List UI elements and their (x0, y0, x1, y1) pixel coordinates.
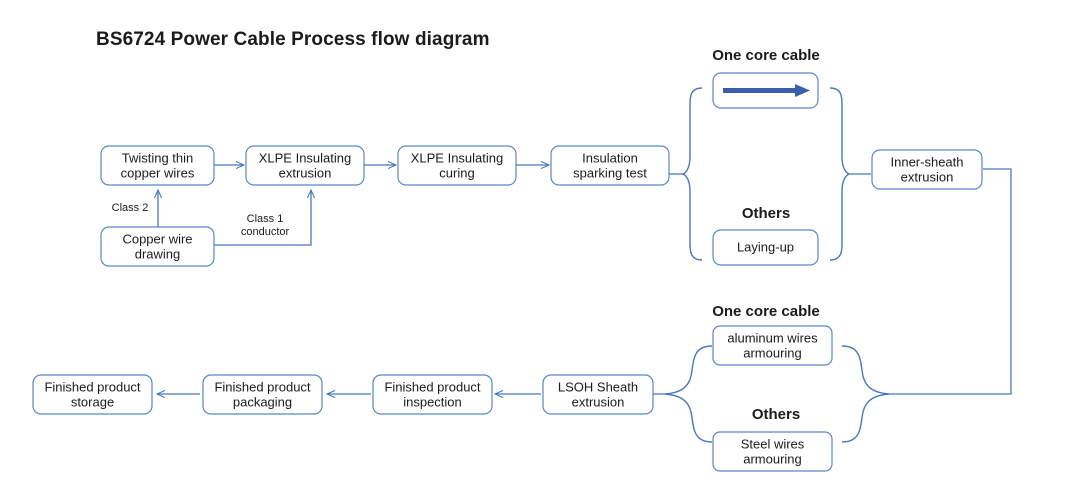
upper-left-brace (681, 87, 703, 261)
node-insulation-sparking-test[interactable]: Insulation sparking test (550, 145, 670, 186)
node-label-line2: extrusion (572, 394, 625, 409)
node-box[interactable] (712, 431, 833, 472)
node-label-line2: sparking test (573, 165, 647, 180)
node-label-line2: curing (439, 165, 474, 180)
group-label-lower-others: Others (752, 406, 800, 423)
node-finished-product-inspection[interactable]: Finished product inspection (372, 374, 493, 415)
node-copper-wire-drawing[interactable]: Copper wire drawing (100, 226, 215, 267)
node-label-line2: extrusion (901, 169, 954, 184)
node-twisting-thin-copper-wires[interactable]: Twisting thin copper wires (100, 145, 215, 186)
node-one-core-pass-through[interactable] (712, 72, 819, 109)
node-label-line2: armouring (743, 451, 802, 466)
node-laying-up[interactable]: Laying-up (712, 229, 819, 266)
node-label-line2: storage (71, 394, 114, 409)
node-label-line2: extrusion (279, 165, 332, 180)
node-label-line2: drawing (135, 246, 181, 261)
group-label-upper-others: Others (742, 205, 790, 222)
upper-right-brace (829, 87, 851, 261)
node-label-line1: Copper wire (122, 231, 192, 246)
node-aluminum-wires-armouring[interactable]: aluminum wires armouring (712, 325, 833, 366)
node-label-line2: packaging (233, 394, 292, 409)
node-label-line1: XLPE Insulating (259, 150, 352, 165)
node-steel-wires-armouring[interactable]: Steel wires armouring (712, 431, 833, 472)
node-box[interactable] (542, 374, 654, 415)
page-title: BS6724 Power Cable Process flow diagram (96, 29, 490, 50)
node-inner-sheath-extrusion[interactable]: Inner-sheath extrusion (871, 149, 983, 190)
node-label-line1: Finished product (44, 379, 140, 394)
node-box[interactable] (712, 325, 833, 366)
node-finished-product-packaging[interactable]: Finished product packaging (202, 374, 323, 415)
node-box[interactable] (372, 374, 493, 415)
node-label-line1: aluminum wires (727, 330, 818, 345)
node-box[interactable] (100, 145, 215, 186)
edge-label-class1-line2: conductor (241, 226, 290, 238)
node-finished-product-storage[interactable]: Finished product storage (32, 374, 153, 415)
thick-arrow-head-icon (795, 84, 810, 97)
edge-label-class2: Class 2 (112, 202, 149, 214)
node-box[interactable] (32, 374, 153, 415)
connector-inner-sheath-to-lower-branch (889, 168, 1012, 395)
node-label-line1: Finished product (384, 379, 480, 394)
node-xlpe-insulating-curing[interactable]: XLPE Insulating curing (397, 145, 517, 186)
node-label-line1: Twisting thin (122, 150, 194, 165)
node-label-line1: Laying-up (737, 239, 794, 254)
node-box[interactable] (550, 145, 670, 186)
node-label-line1: LSOH Sheath (558, 379, 638, 394)
node-box[interactable] (202, 374, 323, 415)
node-label-line1: Finished product (214, 379, 310, 394)
node-label-line2: armouring (743, 345, 802, 360)
node-label-line2: inspection (403, 394, 462, 409)
group-label-upper-one-core: One core cable (712, 47, 820, 64)
group-label-lower-one-core: One core cable (712, 303, 820, 320)
node-label-line1: Inner-sheath (891, 154, 964, 169)
node-xlpe-insulating-extrusion[interactable]: XLPE Insulating extrusion (245, 145, 365, 186)
lower-right-brace (841, 345, 890, 443)
node-box[interactable] (100, 226, 215, 267)
edge-label-class1-line1: Class 1 (247, 213, 284, 225)
connector-drawing-to-extrusion (213, 190, 311, 246)
node-label-line2: copper wires (121, 165, 195, 180)
node-lsoh-sheath-extrusion[interactable]: LSOH Sheath extrusion (542, 374, 654, 415)
node-box[interactable] (245, 145, 365, 186)
node-label-line1: Insulation (582, 150, 638, 165)
node-label-line1: XLPE Insulating (411, 150, 504, 165)
lower-left-brace (664, 345, 713, 443)
node-box[interactable] (397, 145, 517, 186)
node-box[interactable] (712, 229, 819, 266)
node-box[interactable] (871, 149, 983, 190)
node-label-line1: Steel wires (741, 436, 805, 451)
